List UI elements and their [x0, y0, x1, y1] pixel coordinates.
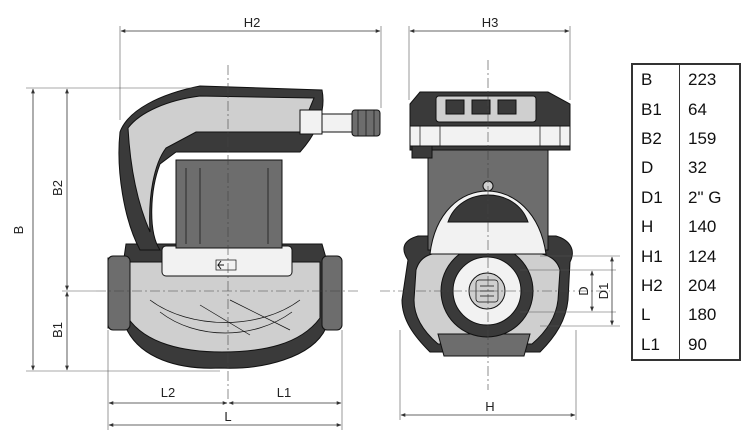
dimension-row: H 140 [633, 211, 739, 242]
dim-label-b2: B2 [50, 180, 65, 196]
dimension-value: 223 [688, 70, 717, 90]
dim-label-h: H [485, 399, 494, 414]
dimension-row: H2 204 [633, 270, 739, 301]
dim-label-l: L [224, 409, 231, 424]
side-view [107, 85, 381, 369]
dim-label-h3: H3 [482, 15, 499, 30]
dimension-row: B 223 [633, 65, 739, 95]
dim-label-b: B [11, 226, 26, 235]
dimension-value: 180 [688, 305, 717, 325]
dimension-value: 64 [688, 99, 707, 119]
dimension-key: B [633, 65, 680, 95]
dim-label-b1: B1 [50, 322, 65, 338]
dimension-row: L 180 [633, 300, 739, 330]
dim-label-l2: L2 [161, 385, 175, 400]
dimension-row: H1 124 [633, 241, 739, 271]
front-view [401, 91, 573, 357]
dimension-value: 32 [688, 158, 707, 178]
dimension-key: D1 [633, 182, 680, 212]
dimension-value: 140 [688, 217, 717, 237]
dimension-value: 90 [688, 334, 707, 354]
dimension-key: H [633, 211, 680, 242]
dimension-value: 204 [688, 275, 717, 295]
dimension-row: L1 90 [633, 329, 739, 359]
dimension-key: H2 [633, 270, 680, 301]
dimension-key: L1 [633, 329, 680, 359]
dim-label-l1: L1 [277, 385, 291, 400]
dim-label-d: D [576, 286, 591, 295]
dimension-key: D [633, 153, 680, 183]
dimension-value: 124 [688, 246, 717, 266]
dimension-row: B1 64 [633, 94, 739, 124]
dim-label-d1: D1 [596, 283, 611, 300]
dimension-row: D1 2" G [633, 182, 739, 212]
dimension-row: D 32 [633, 153, 739, 183]
dimension-key: B1 [633, 94, 680, 124]
dimension-key: B2 [633, 123, 680, 154]
dimension-value: 159 [688, 128, 717, 148]
dimension-value: 2" G [688, 187, 722, 207]
dim-label-h2: H2 [244, 15, 261, 30]
dimension-key: L [633, 300, 680, 330]
dimension-key: H1 [633, 241, 680, 271]
dimension-row: B2 159 [633, 123, 739, 154]
